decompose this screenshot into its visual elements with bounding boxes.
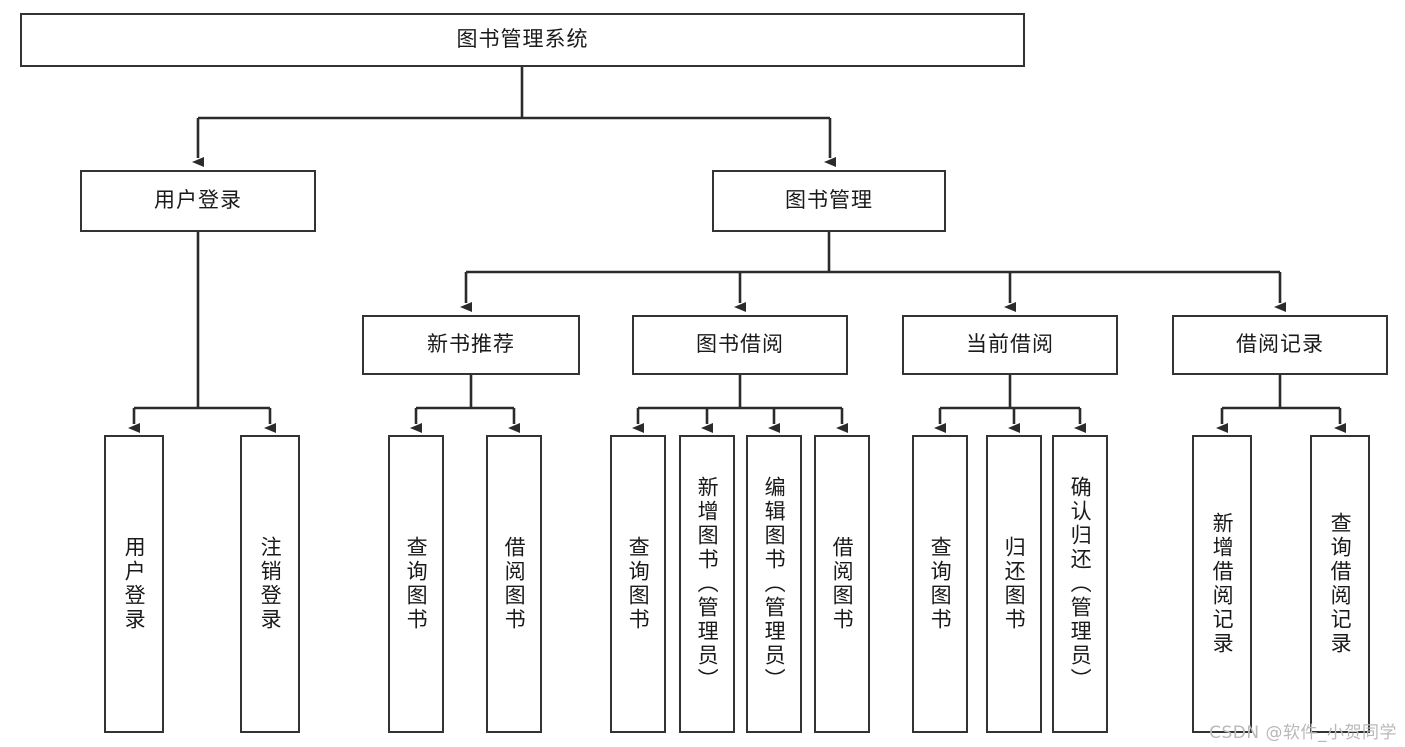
leaf-add-borrow-record[interactable]: 新增借阅记录 <box>1192 435 1252 733</box>
node-book-management-label: 图书管理 <box>785 188 873 213</box>
edges-current-to-leaves <box>934 375 1086 433</box>
node-current-borrow-label: 当前借阅 <box>966 332 1054 357</box>
leaf-logout-label: 注销登录 <box>258 536 283 632</box>
node-user-login[interactable]: 用户登录 <box>80 170 316 232</box>
edges-root-to-level1 <box>192 67 836 167</box>
node-book-management[interactable]: 图书管理 <box>712 170 946 232</box>
leaf-user-login[interactable]: 用户登录 <box>104 435 164 733</box>
leaf-user-login-label: 用户登录 <box>122 536 147 632</box>
leaf-edit-book-admin[interactable]: 编辑图书（管理员） <box>746 435 802 733</box>
leaf-borrow-book-newbook[interactable]: 借阅图书 <box>486 435 542 733</box>
leaf-query-book-borrow[interactable]: 查询图书 <box>610 435 666 733</box>
leaf-edit-book-admin-label: 编辑图书（管理员） <box>762 476 787 692</box>
leaf-confirm-return-admin[interactable]: 确认归还（管理员） <box>1052 435 1108 733</box>
node-user-login-label: 用户登录 <box>154 188 242 213</box>
leaf-query-book-borrow-label: 查询图书 <box>626 536 651 632</box>
leaf-query-book-newbook-label: 查询图书 <box>404 536 429 632</box>
node-new-book-recommend[interactable]: 新书推荐 <box>362 315 580 375</box>
leaf-add-book-admin[interactable]: 新增图书（管理员） <box>679 435 735 733</box>
leaf-borrow-book-label: 借阅图书 <box>830 536 855 632</box>
edges-records-to-leaves <box>1216 375 1346 433</box>
node-book-borrow-label: 图书借阅 <box>696 332 784 357</box>
edges-userlogin-to-leaves <box>128 232 276 433</box>
edges-borrowbook-to-leaves <box>632 375 848 433</box>
node-borrow-records-label: 借阅记录 <box>1236 332 1324 357</box>
leaf-query-borrow-record[interactable]: 查询借阅记录 <box>1310 435 1370 733</box>
leaf-query-borrow-record-label: 查询借阅记录 <box>1328 512 1353 656</box>
node-book-borrow[interactable]: 图书借阅 <box>632 315 848 375</box>
node-new-book-recommend-label: 新书推荐 <box>427 332 515 357</box>
node-borrow-records[interactable]: 借阅记录 <box>1172 315 1388 375</box>
node-root-label: 图书管理系统 <box>456 27 589 52</box>
leaf-add-book-admin-label: 新增图书（管理员） <box>695 476 720 692</box>
leaf-confirm-return-admin-label: 确认归还（管理员） <box>1068 476 1093 692</box>
leaf-borrow-book-newbook-label: 借阅图书 <box>502 536 527 632</box>
leaf-borrow-book[interactable]: 借阅图书 <box>814 435 870 733</box>
csdn-watermark: CSDN @软件_小贺同学 <box>1209 723 1397 743</box>
leaf-return-book-label: 归还图书 <box>1002 536 1027 632</box>
edges-newbook-to-leaves <box>410 375 520 433</box>
node-root[interactable]: 图书管理系统 <box>20 13 1025 67</box>
leaf-query-book-current[interactable]: 查询图书 <box>912 435 968 733</box>
leaf-logout[interactable]: 注销登录 <box>240 435 300 733</box>
leaf-add-borrow-record-label: 新增借阅记录 <box>1210 512 1235 656</box>
leaf-query-book-newbook[interactable]: 查询图书 <box>388 435 444 733</box>
leaf-query-book-current-label: 查询图书 <box>928 536 953 632</box>
leaf-return-book[interactable]: 归还图书 <box>986 435 1042 733</box>
edges-booksmgmt-to-level2 <box>460 232 1286 312</box>
node-current-borrow[interactable]: 当前借阅 <box>902 315 1118 375</box>
